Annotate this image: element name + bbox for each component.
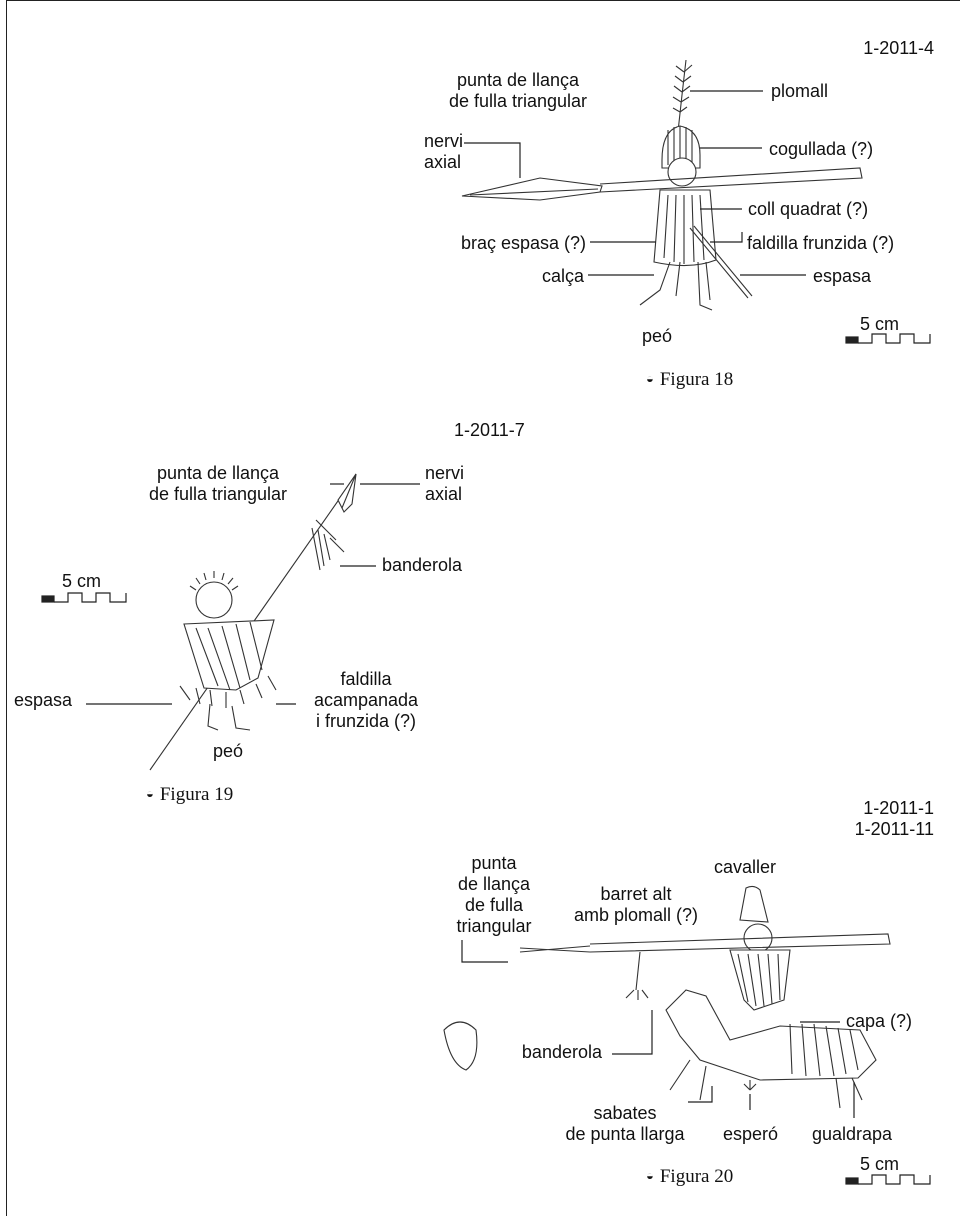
scale-bar-icon [846,334,930,343]
hat-drawing [740,886,768,922]
scale-bar-icon [846,1175,930,1184]
pennon-drawing [626,952,648,1000]
tunic-drawing [654,190,716,266]
fragment-drawing [444,1022,477,1070]
spearhead-drawing [462,178,602,200]
spearhead-drawing [520,946,590,952]
spear-shaft [600,168,862,192]
lance-shaft [590,934,890,952]
legs-drawing [640,262,712,310]
spur-drawing [744,1080,756,1090]
soldier-drawing-18 [462,60,930,343]
rider-drawing-20 [444,886,930,1184]
legs-drawing [208,704,250,730]
head-drawing [196,582,232,618]
scale-bar-icon [42,593,126,602]
face-drawing [668,158,696,186]
soldier-drawing-19 [42,474,420,770]
pennon-drawing [312,520,344,570]
